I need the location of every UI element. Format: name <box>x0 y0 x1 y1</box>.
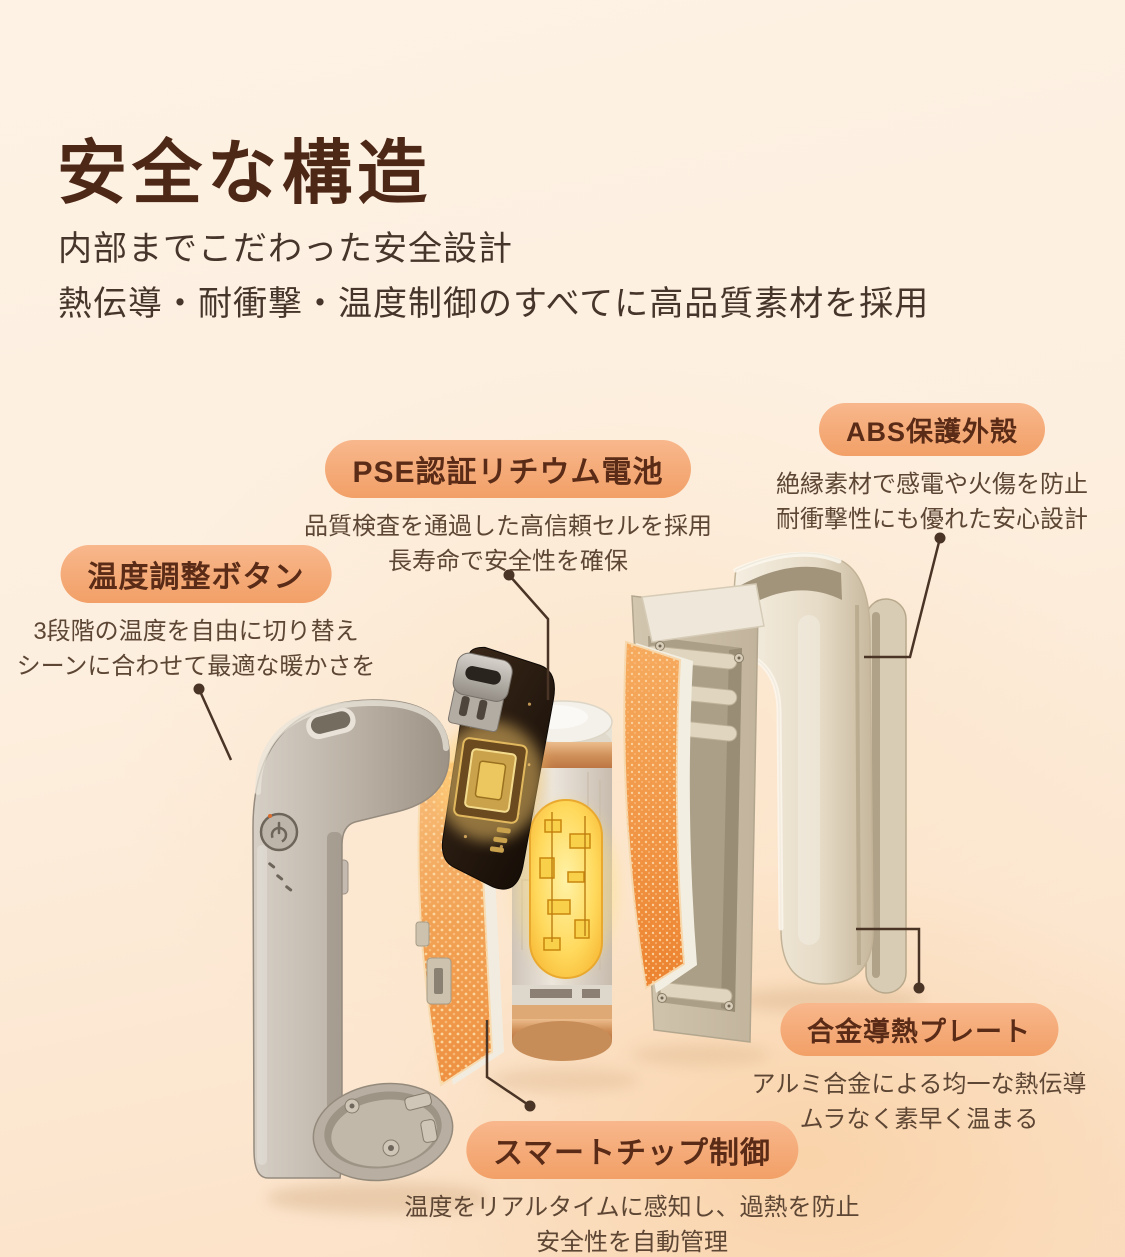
hanging-slot <box>306 707 356 740</box>
frame-top-lid <box>641 583 765 643</box>
callout-temp-button: 温度調整ボタン 3段階の温度を自由に切り替え シーンに合わせて最適な暖かさを <box>17 545 376 684</box>
callout-desc-line: 絶縁素材で感電や火傷を防止 <box>776 471 1088 498</box>
chip-die <box>453 737 528 824</box>
callout-alloy-plate-desc: アルミ合金による均一な熱伝導 ムラなく素早く温まる <box>751 1067 1086 1137</box>
callout-alloy-plate: 合金導熱プレート アルミ合金による均一な熱伝導 ムラなく素早く温まる <box>751 1003 1087 1137</box>
leader-dot-temp-button <box>193 683 205 695</box>
page-subtitle-line1: 内部までこだわった安全設計 <box>58 230 513 268</box>
callout-abs-shell-label: ABS保護外殻 <box>818 403 1045 456</box>
callout-desc-line: 品質検査を通過した高信頼セルを採用 <box>304 513 712 540</box>
callout-desc-line: 安全性を自動管理 <box>536 1229 728 1256</box>
leader-line-shell <box>864 537 942 659</box>
battery-bottom-bands <box>512 985 612 1061</box>
callout-pse-battery-desc: 品質検査を通過した高信頼セルを採用 長寿命で安全性を確保 <box>304 509 712 579</box>
callout-alloy-plate-label: 合金導熱プレート <box>779 1003 1058 1056</box>
callout-temp-button-desc: 3段階の温度を自由に切り替え シーンに合わせて最適な暖かさを <box>17 614 376 684</box>
callout-abs-shell: ABS保護外殻 絶縁素材で感電や火傷を防止 耐衝撃性にも優れた安心設計 <box>776 403 1088 537</box>
leader-dot-battery <box>503 569 515 581</box>
callout-smart-chip-label: スマートチップ制御 <box>465 1121 799 1179</box>
battery-glow-window <box>529 799 603 979</box>
callout-desc-line: ムラなく素早く温まる <box>799 1106 1039 1133</box>
power-button-icon <box>259 812 299 852</box>
leader-dot-shell <box>934 532 946 544</box>
device-body <box>252 699 454 1182</box>
callout-desc-line: アルミ合金による均一な熱伝導 <box>751 1071 1087 1098</box>
callout-temp-button-label: 温度調整ボタン <box>60 545 332 603</box>
page-title: 安全な構造 <box>57 133 432 212</box>
frame-screws <box>655 641 744 1011</box>
callout-desc-line: 耐衝撃性にも優れた安心設計 <box>776 506 1088 533</box>
callout-desc-line: シーンに合わせて最適な暖かさを <box>16 653 376 680</box>
callout-desc-line: 長寿命で安全性を確保 <box>388 548 628 575</box>
callout-abs-shell-desc: 絶縁素材で感電や火傷を防止 耐衝撃性にも優れた安心設計 <box>776 467 1088 537</box>
leader-dots <box>193 532 946 1112</box>
pcb-gold-pads <box>489 827 511 853</box>
callout-desc-line: 温度をリアルタイムに感知し、過熱を防止 <box>404 1194 860 1221</box>
callout-smart-chip: スマートチップ制御 温度をリアルタイムに感知し、過熱を防止 安全性を自動管理 <box>404 1121 860 1257</box>
page-subtitle: 内部までこだわった安全設計 熱伝導・耐衝撃・温度制御のすべてに高品質素材を採用 <box>58 222 929 332</box>
callout-pse-battery-label: PSE認証リチウム電池 <box>325 440 691 498</box>
page-subtitle-line2: 熱伝導・耐衝撃・温度制御のすべてに高品質素材を採用 <box>58 285 930 323</box>
callout-smart-chip-desc: 温度をリアルタイムに感知し、過熱を防止 安全性を自動管理 <box>404 1190 859 1257</box>
heating-mesh-plate <box>623 640 697 993</box>
callout-pse-battery: PSE認証リチウム電池 品質検査を通過した高信頼セルを採用 長寿命で安全性を確保 <box>304 440 712 579</box>
leader-dot-plate <box>913 982 925 994</box>
usb-c-port <box>447 652 513 733</box>
base-tray <box>312 1082 454 1182</box>
status-led-dots <box>268 862 293 892</box>
leader-line-chip <box>485 1020 531 1108</box>
leader-line-temp-button <box>197 688 233 761</box>
alloy-plate-frame <box>623 583 765 1043</box>
film-connector-tab <box>426 957 452 1005</box>
leader-dot-chip <box>524 1100 536 1112</box>
leader-line-plate <box>856 927 921 988</box>
leader-line-battery <box>508 574 550 700</box>
leader-lines <box>197 537 942 1108</box>
rear-shell-panel <box>865 598 907 994</box>
callout-desc-line: 3段階の温度を自由に切り替え <box>33 618 359 645</box>
